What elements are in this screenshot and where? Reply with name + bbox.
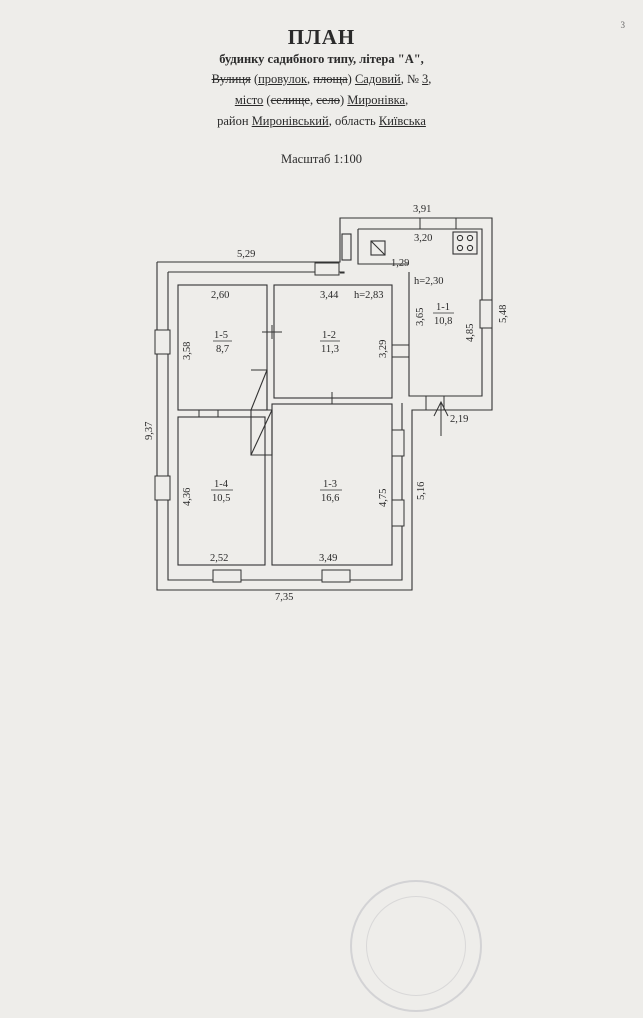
- street-name: Садовий: [354, 72, 401, 86]
- city-line: місто (селище, село) Миронівка,: [0, 90, 643, 111]
- room-1-1-dim-right: 4,85: [465, 324, 476, 342]
- room-1-4-outline: [177, 416, 266, 566]
- city-close-paren: ): [339, 93, 345, 107]
- city-tail: ,: [405, 93, 409, 107]
- annex-corner: [357, 229, 409, 265]
- window-annex-top: [419, 217, 457, 230]
- window-left-upper: [154, 329, 171, 355]
- dim-annex-inner: 3,20: [414, 233, 432, 244]
- room-1-3-width: 3,49: [319, 553, 337, 564]
- district-word: район: [217, 114, 249, 128]
- dim-left-total: 9,37: [144, 422, 155, 440]
- scale-label: Масштаб 1:100: [281, 152, 362, 166]
- stair-outline: [250, 369, 273, 456]
- number-label: , №: [400, 72, 419, 86]
- room-1-4-height: 4,36: [182, 488, 193, 506]
- room-1-4-area: 10,5: [212, 493, 230, 504]
- city-open-paren: (: [266, 93, 271, 107]
- room-1-2-width: 3,44: [320, 290, 339, 301]
- outer-wall: [156, 217, 493, 591]
- dim-annex-bottom: 2,19: [450, 414, 468, 425]
- street-tail: ,: [428, 72, 432, 86]
- stair-diagonal-1: [250, 369, 268, 411]
- chimney-symbol: [341, 233, 352, 261]
- room-1-5-outline: [177, 284, 268, 411]
- inner-wall: [168, 271, 345, 274]
- window-left-lower: [154, 475, 171, 501]
- city-name: Миронівка: [347, 93, 406, 107]
- street-open-paren: (: [253, 72, 259, 86]
- window-bottom-2: [321, 569, 351, 583]
- settlement-word: селище: [270, 93, 310, 107]
- house-number: 3: [422, 72, 429, 86]
- room-1-2-outline: [273, 284, 393, 399]
- faded-stamp: [350, 880, 482, 1012]
- window-top: [314, 262, 340, 276]
- room-1-5-height: 3,58: [182, 342, 193, 360]
- window-right-1: [391, 429, 405, 457]
- dim-annex-small: 1,29: [391, 258, 409, 269]
- stair-diagonal-2: [250, 409, 273, 456]
- room-1-4-id: 1-4: [214, 479, 229, 490]
- city-comma: ,: [309, 93, 314, 107]
- room-1-3-height: 4,75: [378, 489, 389, 507]
- room-1-2-area: 11,3: [321, 344, 339, 355]
- sink-symbol: [370, 240, 386, 256]
- room-1-4-width: 2,52: [210, 553, 228, 564]
- document-subtitle: будинку садибного типу, літера "А",: [219, 52, 424, 66]
- dim-main-height: h=2,83: [354, 290, 384, 301]
- room-1-5-width: 2,60: [211, 290, 229, 301]
- room-1-5-area: 8,7: [216, 344, 229, 355]
- district-name: Миронівський: [251, 114, 329, 128]
- dim-annex-right: 5,48: [498, 305, 509, 323]
- dim-annex-top: 3,91: [413, 204, 431, 215]
- room-1-1-dim-left: 3,65: [415, 308, 426, 326]
- street-comma: ,: [307, 72, 311, 86]
- square-word: площа: [313, 72, 348, 86]
- street-word: Вулиця: [211, 72, 251, 86]
- lane-word: провулок: [258, 72, 308, 86]
- street-close-paren: ): [347, 72, 352, 86]
- village-word: село: [316, 93, 340, 107]
- city-word: місто: [234, 93, 264, 107]
- window-annex-right: [479, 299, 493, 329]
- room-1-5-id: 1-5: [214, 330, 228, 341]
- dim-top-left: 5,29: [237, 249, 255, 260]
- stove-symbol: [452, 231, 478, 255]
- document-title: ПЛАН: [287, 25, 356, 49]
- room-1-2-height: 3,29: [378, 340, 389, 358]
- room-1-2-id: 1-2: [322, 330, 336, 341]
- dim-right-lower: 5,16: [416, 482, 427, 500]
- dim-bottom-total: 7,35: [275, 592, 293, 603]
- room-1-3-area: 16,6: [321, 493, 339, 504]
- window-right-2: [391, 499, 405, 527]
- district-line: район Миронівський, область Київська: [0, 111, 643, 132]
- region-label: , область: [328, 114, 376, 128]
- document-header: ПЛАН будинку садибного типу, літера "А",…: [0, 24, 643, 132]
- room-1-1-id: 1-1: [436, 302, 450, 313]
- dim-annex-height: h=2,30: [414, 276, 444, 287]
- window-bottom-1: [212, 569, 242, 583]
- room-1-3-id: 1-3: [323, 479, 337, 490]
- inner-outline: [167, 272, 403, 581]
- page-number: 3: [620, 20, 626, 30]
- street-line: Вулиця (провулок, площа) Садовий, № 3,: [0, 69, 643, 90]
- room-1-1-area: 10,8: [434, 316, 452, 327]
- region-name: Київська: [378, 114, 426, 128]
